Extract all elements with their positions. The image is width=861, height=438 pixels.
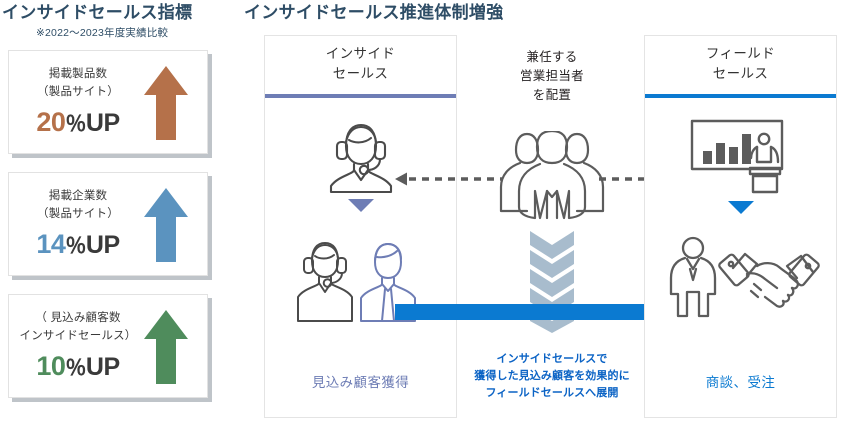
headset-operator-icon xyxy=(265,116,456,199)
handshake-icon xyxy=(717,252,820,308)
inside-sales-footer-label: 見込み顧客獲得 xyxy=(311,375,410,390)
kpi-card-label: （ 見込み顧客数 インサイドセールス） xyxy=(19,312,137,342)
triangle-down-icon xyxy=(265,199,456,212)
kpi-card: 掲載企業数 （製品サイト） 14％UP xyxy=(8,172,208,276)
triangle-down-icon xyxy=(645,201,836,214)
kpi-card-value: 20％UP xyxy=(17,106,139,137)
kpi-card-label: 掲載製品数 （製品サイト） xyxy=(37,68,119,98)
kpi-section: インサイドセールス指標 ※2022〜2023年度実績比較 掲載製品数 （製品サイ… xyxy=(0,0,232,438)
kpi-section-subtitle: ※2022〜2023年度実績比較 xyxy=(36,27,169,39)
center-band: 兼任する 営業担当者 を配置 xyxy=(395,35,707,418)
right-arrow-icon xyxy=(395,293,715,331)
inside-sales-people-icons xyxy=(265,233,456,328)
kpi-card-percent: ％ xyxy=(65,112,86,136)
headset-operator-icon xyxy=(296,242,353,322)
kpi-card-number: 14 xyxy=(36,228,66,259)
kpi-card-text: 掲載企業数 （製品サイト） 14％UP xyxy=(17,188,139,258)
field-sales-heading: フィールド セールス xyxy=(705,46,776,81)
up-arrow-icon xyxy=(143,187,189,268)
kpi-card: （ 見込み顧客数 インサイドセールス） 10％UP xyxy=(8,294,208,398)
kpi-card-number: 10 xyxy=(36,350,66,381)
flow-section-title: インサイドセールス推進体制増強 xyxy=(244,3,504,22)
center-note-text: 兼任する 営業担当者 を配置 xyxy=(519,50,584,102)
center-caption-text: インサイドセールスで 獲得した見込み顧客を効果的に フィールドセールスへ展開 xyxy=(474,353,630,400)
field-sales-accent-rule xyxy=(645,94,836,98)
up-arrow-icon xyxy=(143,309,189,390)
kpi-section-title: インサイドセールス指標 xyxy=(2,3,193,22)
kpi-card-percent: ％ xyxy=(65,356,86,380)
kpi-card-label: 掲載企業数 （製品サイト） xyxy=(37,190,119,220)
kpi-card: 掲載製品数 （製品サイト） 20％UP xyxy=(8,50,208,154)
up-arrow-icon xyxy=(143,65,189,146)
kpi-card-up: UP xyxy=(85,230,120,259)
kpi-card-value: 10％UP xyxy=(17,350,139,381)
kpi-card-percent: ％ xyxy=(65,234,86,258)
businessman-icon xyxy=(359,243,416,322)
kpi-card-text: 掲載製品数 （製品サイト） 20％UP xyxy=(17,66,139,136)
inside-sales-accent-rule xyxy=(265,94,456,98)
field-sales-panel: フィールド セールス xyxy=(644,35,837,418)
group-of-people-icon xyxy=(457,129,647,228)
kpi-card-value: 14％UP xyxy=(17,228,139,259)
standing-person-icon xyxy=(669,236,716,318)
presentation-chart-icon xyxy=(645,118,836,199)
field-sales-footer-label: 商談、受注 xyxy=(705,375,776,390)
kpi-card-text: （ 見込み顧客数 インサイドセールス） 10％UP xyxy=(17,310,139,380)
kpi-card-up: UP xyxy=(85,108,120,137)
flow-section: インサイドセールス推進体制増強 インサイド セールス xyxy=(240,0,861,438)
kpi-card-number: 20 xyxy=(36,106,66,137)
inside-sales-heading: インサイド セールス xyxy=(325,46,396,81)
inside-sales-panel: インサイド セールス xyxy=(264,35,457,418)
kpi-card-up: UP xyxy=(85,352,120,381)
field-sales-deal-icons xyxy=(645,236,836,325)
